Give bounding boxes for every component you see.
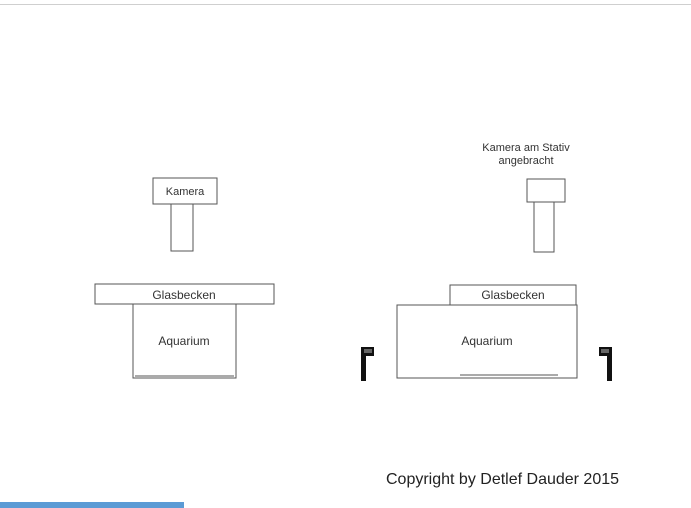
right-aquarium-label: Aquarium	[461, 334, 512, 348]
right-glass-label: Glasbecken	[481, 288, 544, 302]
left-aquarium-label: Aquarium	[158, 334, 209, 348]
left-camera-lens	[170, 203, 194, 252]
left-camera-label: Kamera	[166, 186, 205, 198]
right-camera-label-line1: Kamera am Stativ	[482, 142, 570, 154]
top-divider	[0, 4, 691, 5]
left-tripod-stand	[361, 347, 374, 381]
accent-bar	[0, 502, 184, 508]
left-aquarium	[132, 303, 237, 379]
right-camera-lens	[533, 201, 555, 253]
right-camera-label-line2: angebracht	[498, 155, 553, 167]
left-glass-label: Glasbecken	[152, 288, 215, 302]
right-tripod-stand	[599, 347, 612, 381]
right-camera-box	[526, 178, 566, 203]
copyright-text: Copyright by Detlef Dauder 2015	[386, 471, 620, 488]
right-aquarium	[396, 304, 578, 379]
